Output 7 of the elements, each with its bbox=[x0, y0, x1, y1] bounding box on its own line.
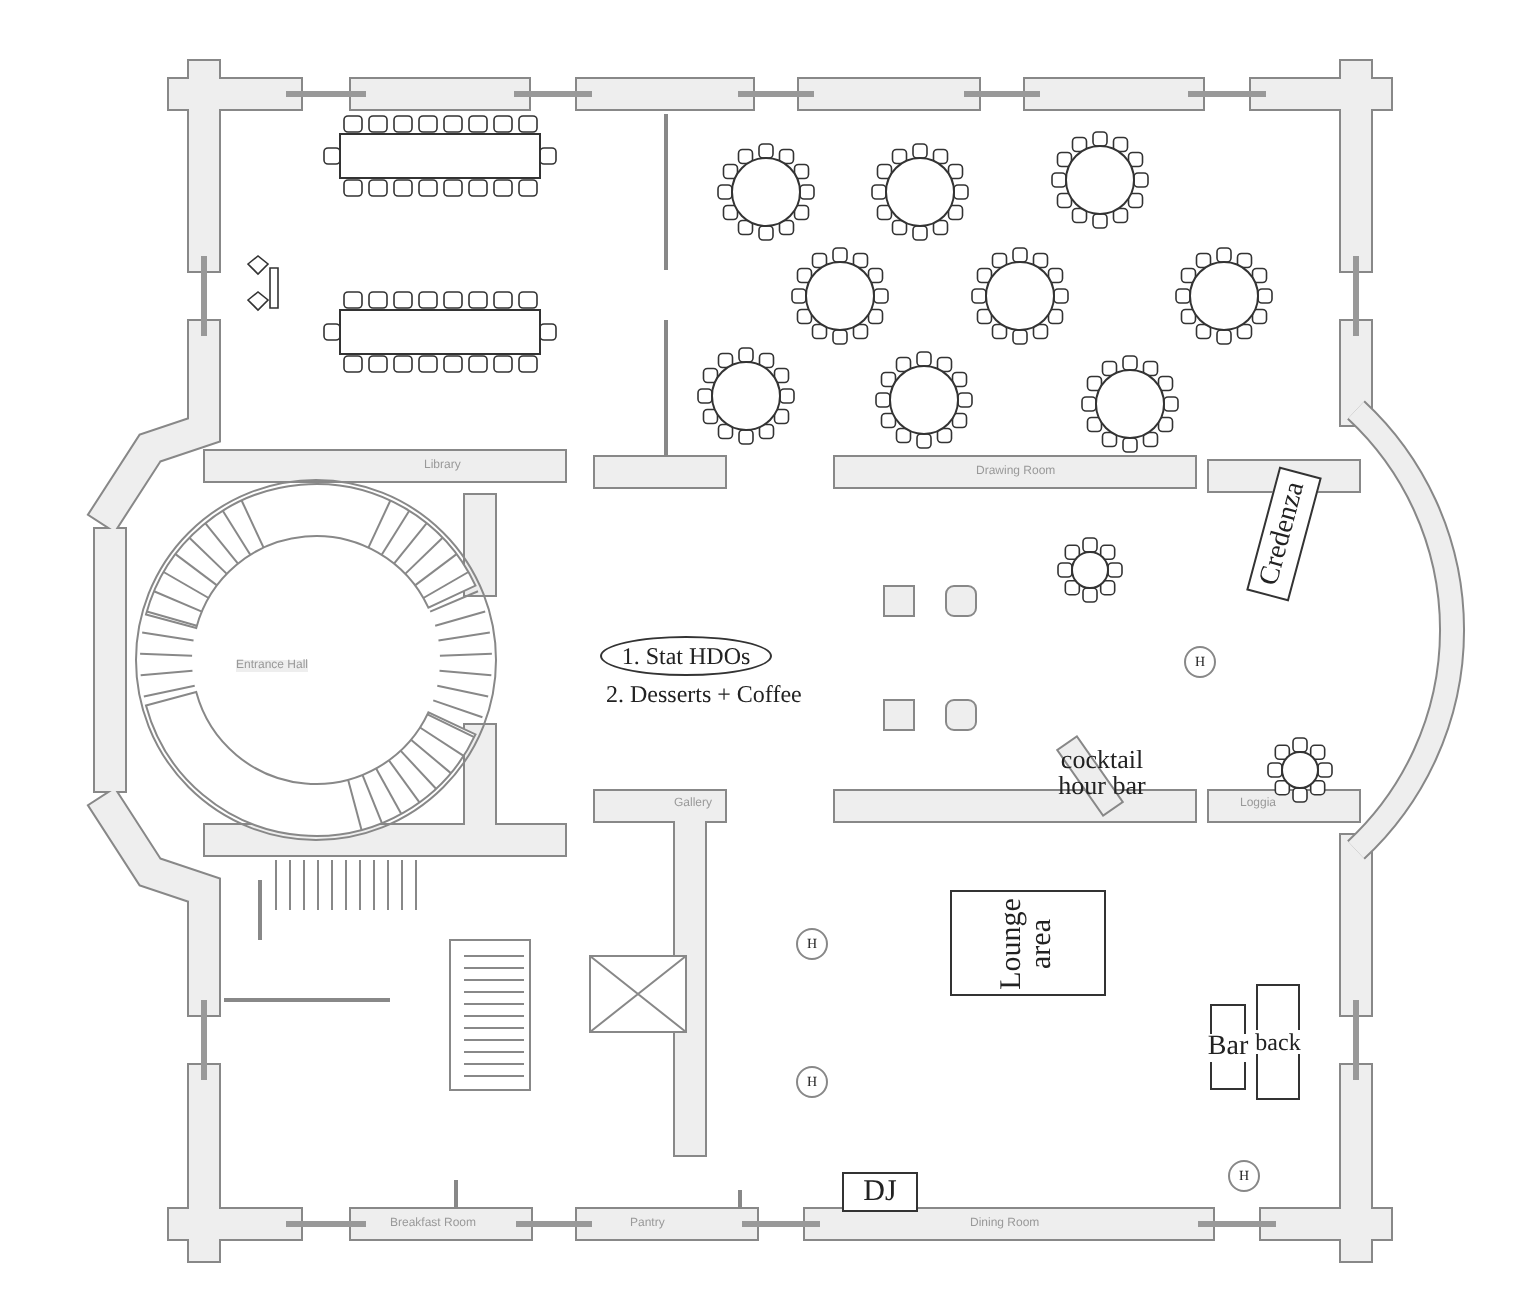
bar-label: cocktail hour bar bbox=[1054, 736, 1150, 808]
bar-box: Bar bbox=[1210, 1004, 1246, 1090]
bar-back-box: back bbox=[1256, 984, 1300, 1100]
dj-box: DJ bbox=[842, 1172, 918, 1212]
table-oval: 1. Stat HDOs bbox=[600, 636, 772, 676]
lounge-area-box: Lounge area bbox=[950, 890, 1106, 996]
station-label: 2. Desserts + Coffee bbox=[606, 682, 802, 706]
